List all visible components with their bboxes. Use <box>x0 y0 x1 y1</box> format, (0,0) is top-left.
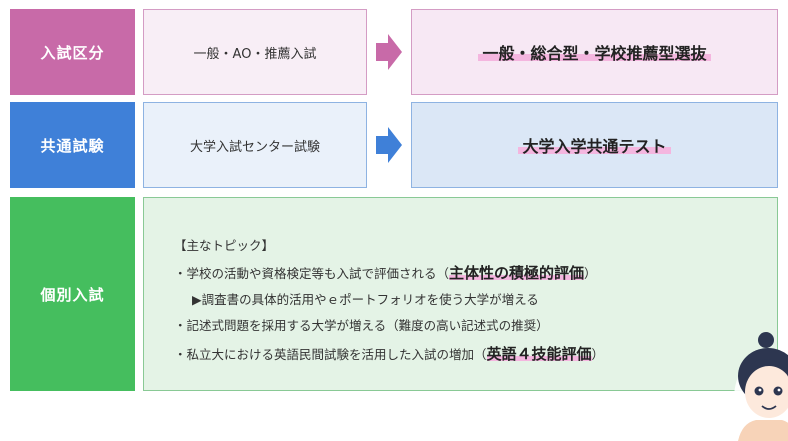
row-label-common-exam: 共通試験 <box>10 102 135 188</box>
old-term-box: 一般・AO・推薦入試 <box>143 9 367 95</box>
topic-emphasis: 英語４技能評価 <box>486 345 592 363</box>
topic-subitem: ▶調査書の具体的活用やｅポートフォリオを使う大学が増える <box>192 292 539 307</box>
topic-text: ・学校の活動や資格検定等も入試で評価される（ <box>174 266 450 281</box>
new-term-text: 大学入学共通テスト <box>518 133 671 157</box>
new-term-text: 一般・総合型・学校推薦型選抜 <box>478 40 711 64</box>
topic-close: ） <box>591 347 605 362</box>
row-label-text: 個別入試 <box>40 285 105 304</box>
topics-title: 【主なトピック】 <box>174 238 275 253</box>
old-term-text: 一般・AO・推薦入試 <box>193 46 317 62</box>
topic-item: ・記述式問題を採用する大学が増える（難度の高い記述式の推奨） <box>174 318 549 333</box>
arrow-right-icon <box>376 34 402 70</box>
old-term-text: 大学入試センター試験 <box>189 139 320 155</box>
row-label-exam-category: 入試区分 <box>10 9 135 95</box>
topic-item: ・私立大における英語民間試験を活用した入試の増加（英語４技能評価） <box>174 343 604 364</box>
new-term-box: 一般・総合型・学校推薦型選抜 <box>411 9 778 95</box>
topic-item: ・学校の活動や資格検定等も入試で評価される（主体性の積極的評価） <box>174 262 597 283</box>
row-label-individual-exam: 個別入試 <box>10 197 135 391</box>
character-illustration-icon <box>734 332 788 441</box>
row-label-text: 入試区分 <box>40 43 105 62</box>
topics-box: 【主なトピック】 ・学校の活動や資格検定等も入試で評価される（主体性の積極的評価… <box>143 197 778 391</box>
topic-emphasis: 主体性の積極的評価 <box>449 264 585 282</box>
new-term-box: 大学入学共通テスト <box>411 102 778 188</box>
arrow-right-icon <box>376 127 402 163</box>
topic-close: ） <box>584 266 597 281</box>
row-label-text: 共通試験 <box>40 136 105 155</box>
topic-text: ・私立大における英語民間試験を活用した入試の増加（ <box>174 347 487 362</box>
old-term-box: 大学入試センター試験 <box>143 102 367 188</box>
